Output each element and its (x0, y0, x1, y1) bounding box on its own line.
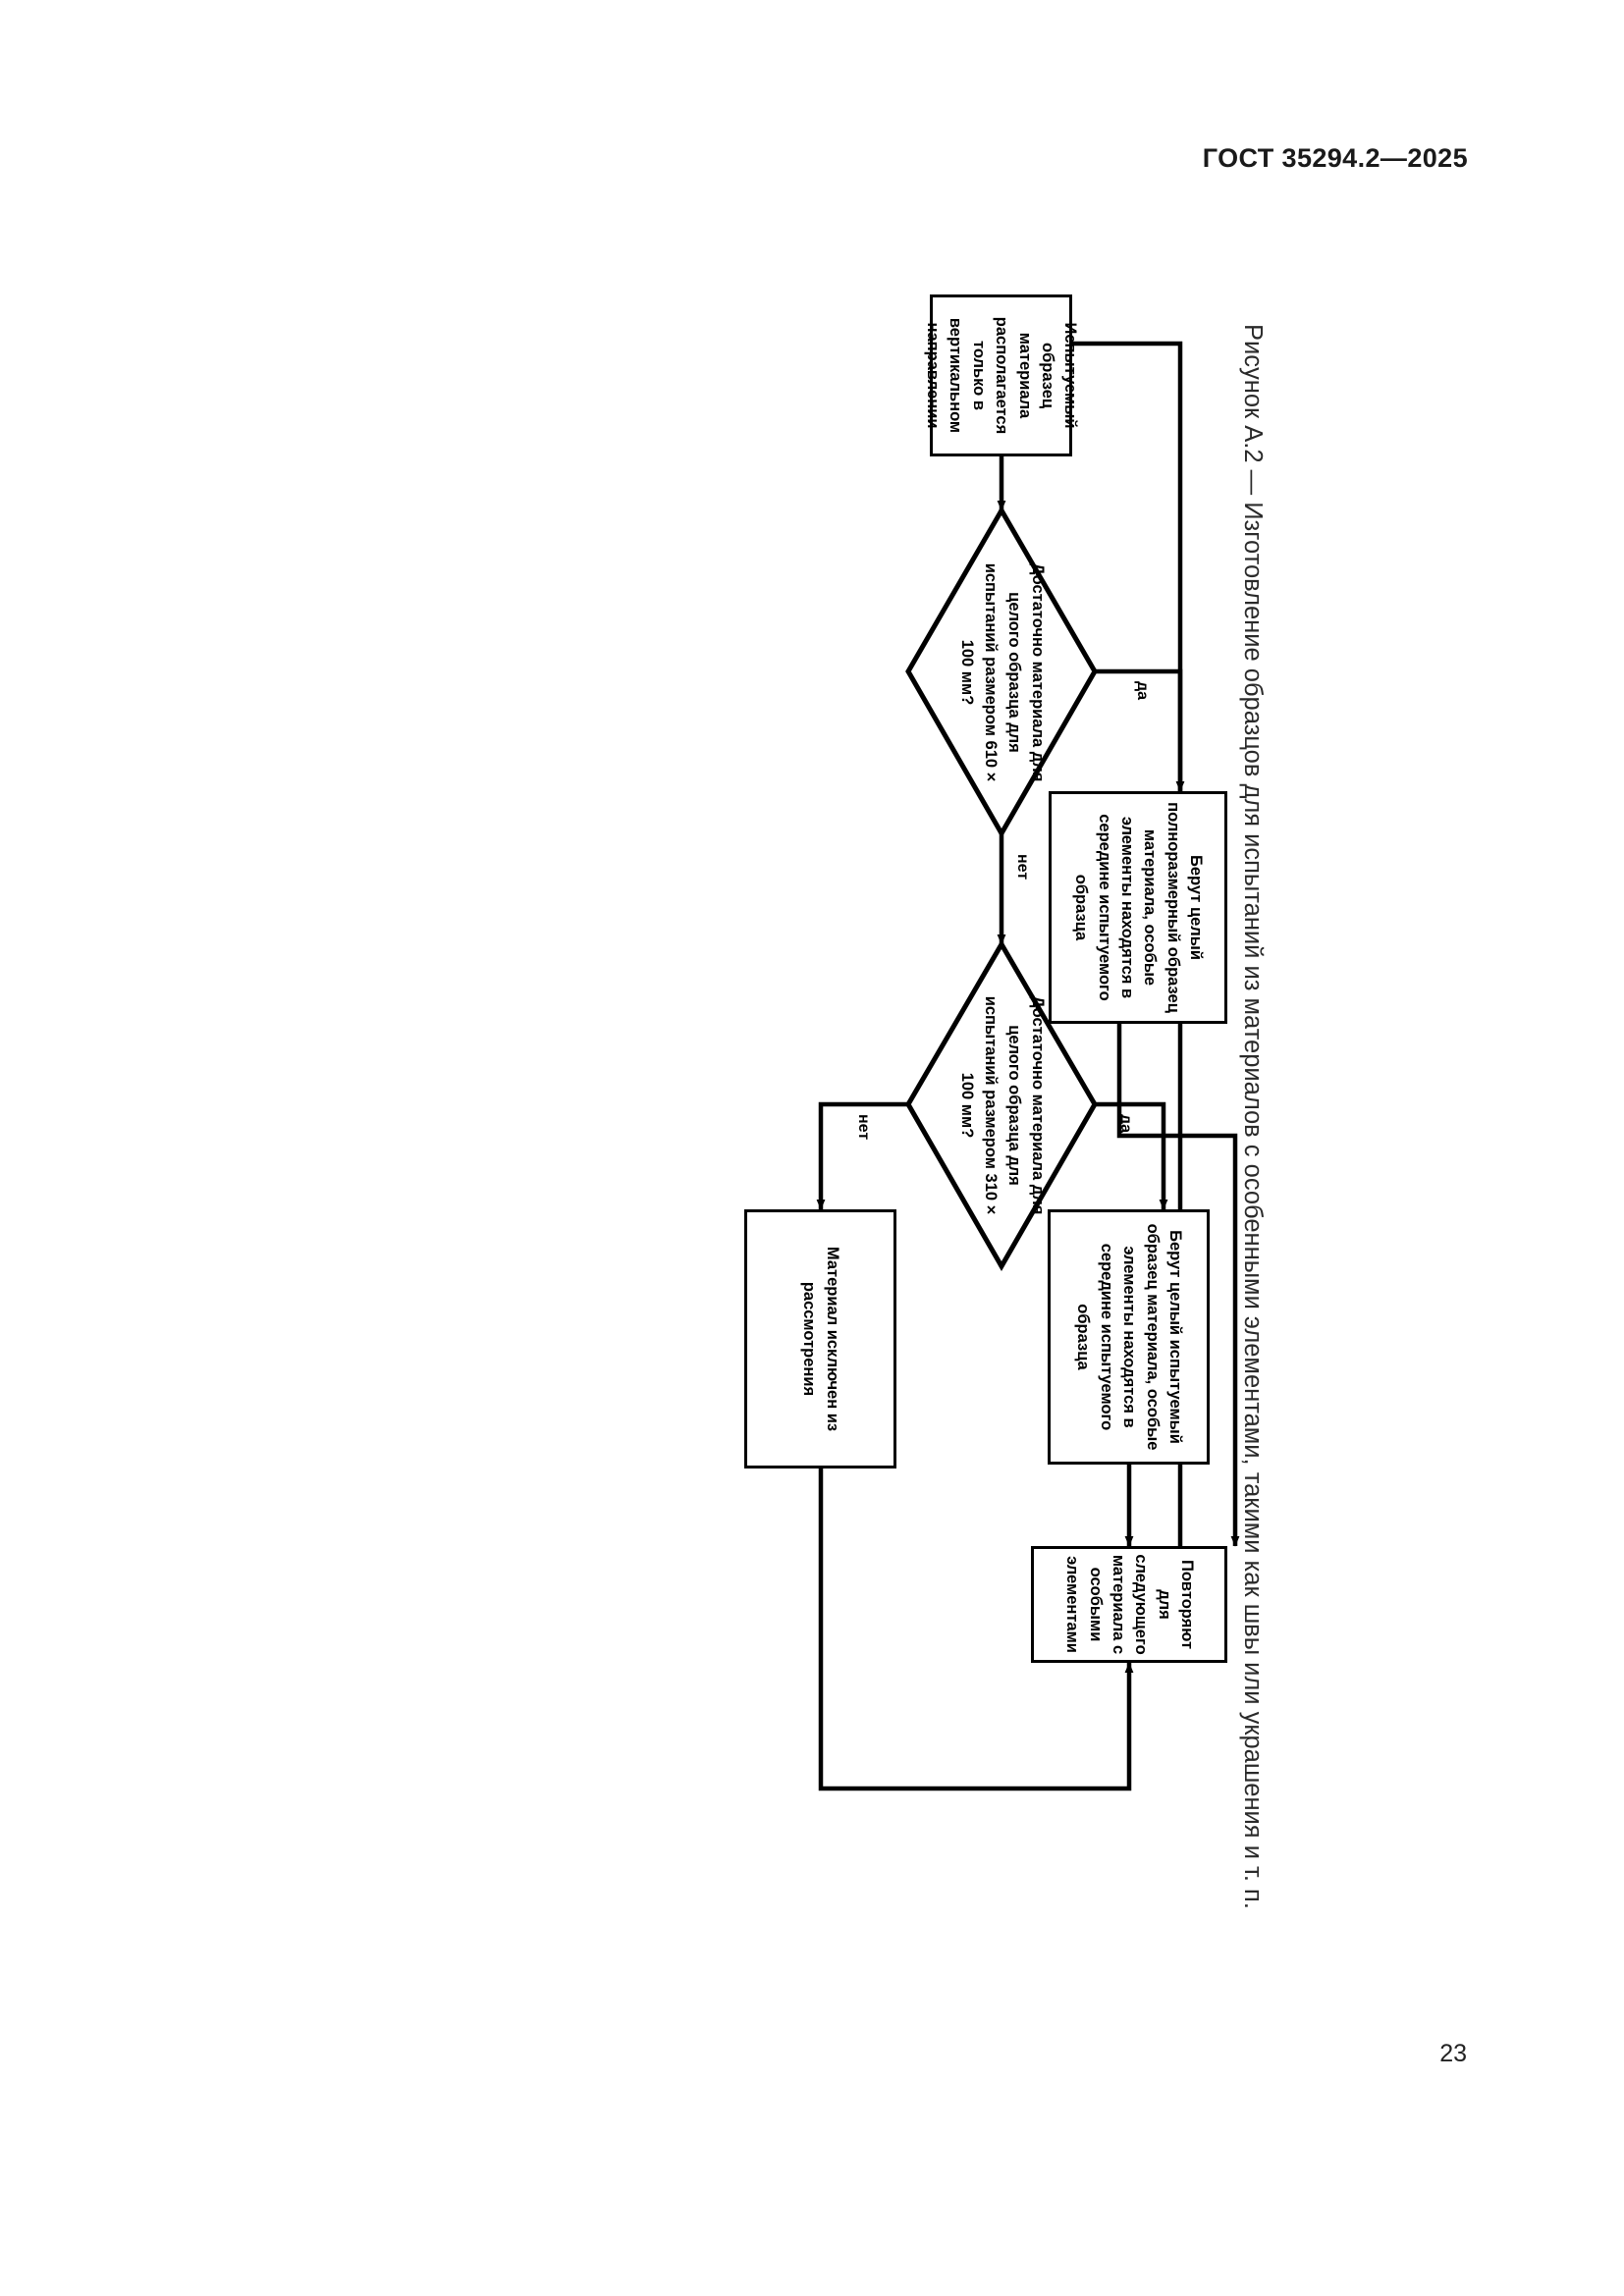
edge-label-yes-610: да (1134, 681, 1151, 701)
edge-repeat-to-start (1035, 339, 1183, 1546)
edge-label-yes-310: да (1117, 1114, 1134, 1134)
node-start: Испытуемый образец материала располагает… (924, 294, 1079, 456)
decision-610-shape (905, 506, 1098, 839)
flowchart: Испытуемый образец материала располагает… (52, 228, 1245, 2004)
flowchart-connectors (816, 339, 1240, 1791)
edge-label-no-310: нет (855, 1114, 872, 1141)
node-full-310: Берут целый испытуемый образец материала… (1048, 1209, 1210, 1465)
edge-label-no-610: нет (1014, 854, 1031, 881)
decision-310-shape (905, 939, 1098, 1272)
edge-full610-to-repeat (1116, 1024, 1240, 1547)
node-repeat: Повторяют для следующего материала с осо… (1031, 1546, 1227, 1663)
node-decision-610: Достаточно материала для целого образца … (958, 562, 1047, 782)
page-number: 23 (1439, 2040, 1467, 2067)
node-excluded: Материал исключен из рассмотрения (744, 1209, 896, 1468)
standard-header: ГОСТ 35294.2—2025 (1202, 143, 1468, 173)
edge-d310-no (816, 1101, 908, 1210)
edge-excluded-to-repeat (818, 1468, 1134, 1791)
